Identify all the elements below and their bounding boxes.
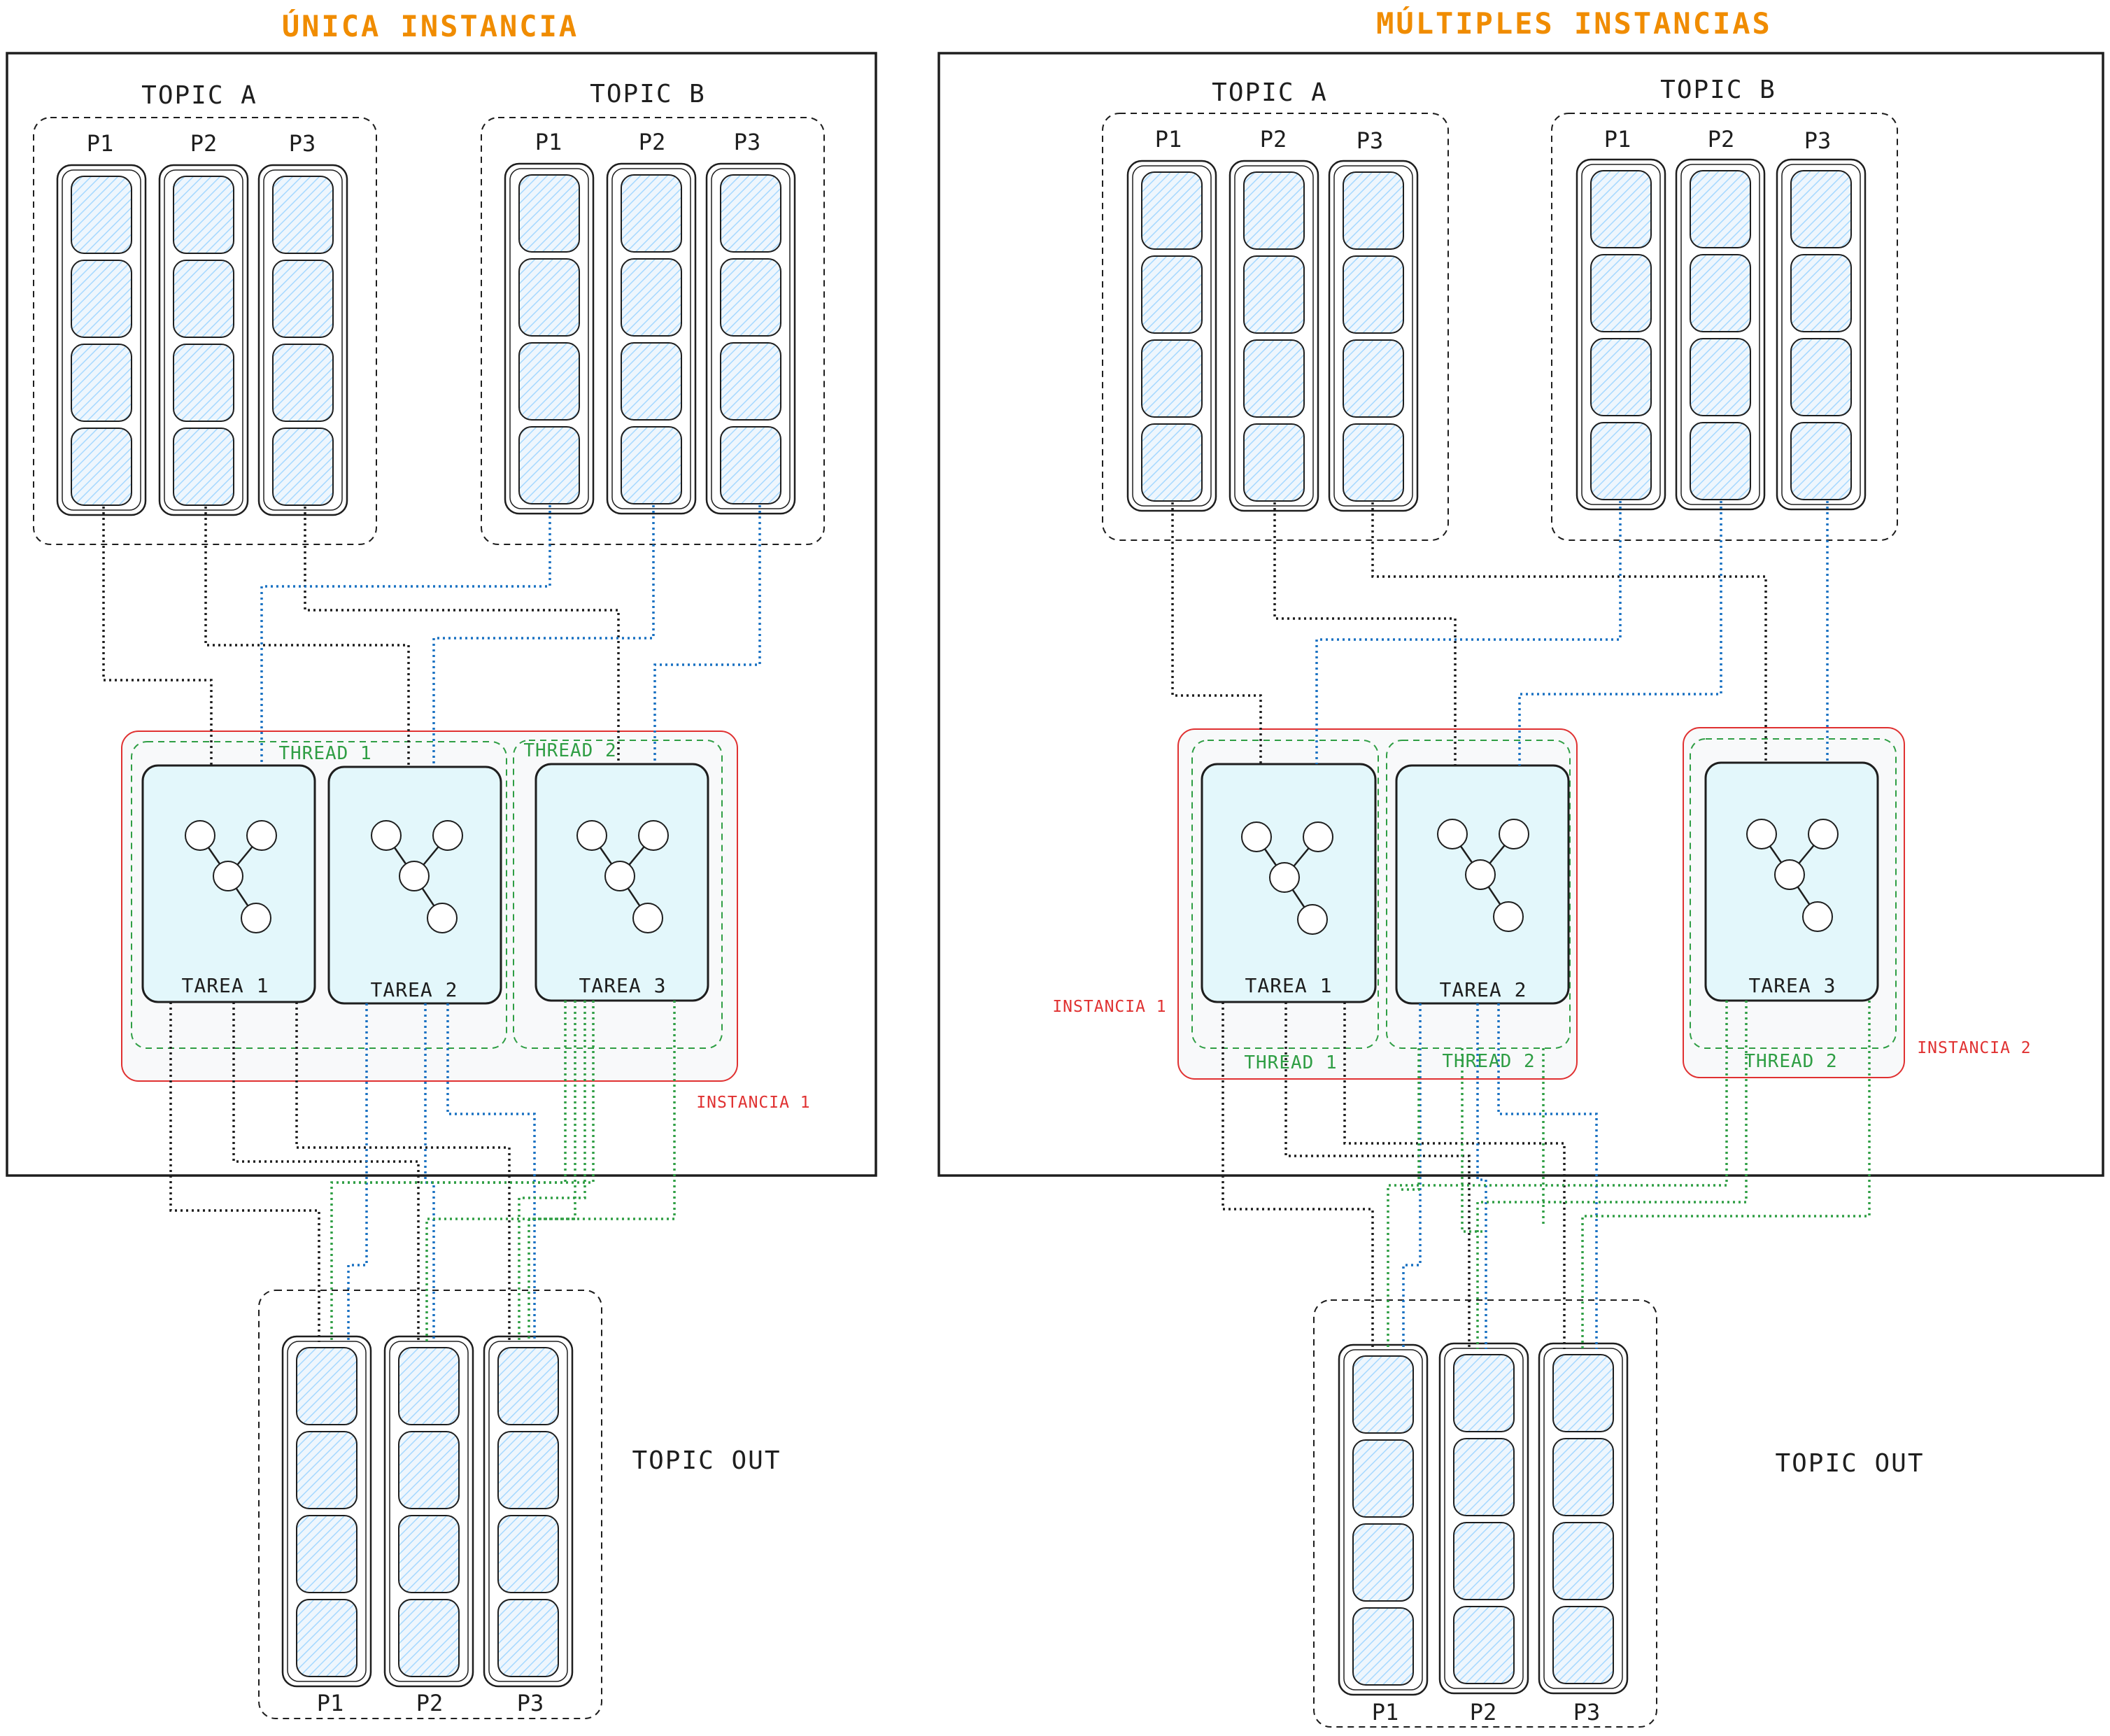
right-task-2-label: TAREA 2: [1439, 978, 1527, 1001]
right-topic-out-partition-2: [1438, 1342, 1529, 1695]
right-instance-2: THREAD 2 INSTANCIA 2 TAREA 3: [1683, 727, 2031, 1078]
left-topic-a-partition-2: [158, 164, 249, 516]
right-topic-out-partition-1: [1338, 1343, 1429, 1696]
right-instance-1-thread-1-label: THREAD 1: [1244, 1052, 1337, 1073]
left-topic-b-partition-1: [504, 162, 595, 515]
left-topic-b: TOPIC B P1 P2 P3: [481, 80, 825, 545]
right-topic-out-partition-3: [1538, 1342, 1629, 1695]
left-topic-a-label: TOPIC A: [141, 81, 257, 110]
left-task-2-label: TAREA 2: [370, 978, 458, 1001]
right-task-2: TAREA 2: [1395, 764, 1570, 1005]
left-topic-b-p2-label: P2: [639, 129, 666, 155]
left-topic-out-partition-3: [483, 1335, 574, 1688]
right-task-1: TAREA 1: [1201, 763, 1377, 1003]
right-instance-2-label: INSTANCIA 2: [1917, 1039, 2031, 1057]
left-thread-1-label: THREAD 1: [278, 743, 371, 764]
right-topic-a-partition-3: [1328, 160, 1419, 512]
right-connections: [1171, 501, 1871, 1349]
right-instance-2-thread-2-box: [1690, 738, 1897, 1049]
left-topic-a-p1-label: P1: [87, 130, 114, 157]
left-topic-out-p1-label: P1: [317, 1690, 344, 1716]
left-task-3: TAREA 3: [534, 763, 709, 1002]
left-topic-a-p2-label: P2: [190, 130, 218, 157]
left-topic-a-p3-label: P3: [289, 130, 316, 157]
left-topic-a: TOPIC A P1 P2 P3: [33, 81, 377, 545]
single-instance-title: ÚNICA INSTANCIA: [282, 8, 579, 43]
right-topic-b: TOPIC B P1 P2 P3: [1551, 76, 1898, 541]
right-topic-b-p2-label: P2: [1708, 126, 1735, 153]
left-thread-1-box: [131, 741, 507, 1049]
left-instance-1: THREAD 1 THREAD 2 INSTANCIA 1 TAREA 1 TA…: [121, 731, 810, 1112]
left-connections: [102, 505, 761, 1342]
left-topic-out-partition-2: [383, 1335, 474, 1688]
right-topic-b-partition-1: [1576, 158, 1666, 511]
multiple-instances-title: MÚLTIPLES INSTANCIAS: [1376, 6, 1772, 41]
left-topic-out-label: TOPIC OUT: [632, 1446, 781, 1475]
right-topic-b-p1-label: P1: [1604, 126, 1631, 153]
left-instance-1-label: INSTANCIA 1: [696, 1094, 810, 1112]
right-topic-out-p3-label: P3: [1573, 1699, 1601, 1726]
single-instance-frame: [6, 52, 877, 1177]
right-instance-1-thread-2-label: THREAD 2: [1442, 1051, 1535, 1072]
left-topic-b-p1-label: P1: [535, 129, 562, 155]
left-topic-out-p2-label: P2: [416, 1690, 444, 1716]
left-topic-out-partition-1: [281, 1335, 372, 1688]
right-topic-a: TOPIC A P1 P2 P3: [1102, 78, 1449, 541]
left-thread-2-box: [513, 740, 723, 1049]
left-topic-b-label: TOPIC B: [590, 80, 706, 108]
right-topic-b-label: TOPIC B: [1660, 76, 1776, 104]
right-task-3-label: TAREA 3: [1748, 974, 1836, 997]
right-instance-1-thread-1-box: [1191, 740, 1379, 1049]
left-thread-2-label: THREAD 2: [523, 740, 616, 761]
right-task-1-label: TAREA 1: [1245, 974, 1332, 997]
left-topic-b-p3-label: P3: [734, 129, 761, 155]
left-task-1: TAREA 1: [141, 764, 316, 1003]
multiple-instances-frame: [937, 52, 2104, 1177]
left-topic-b-partition-2: [606, 162, 697, 515]
right-instance-2-thread-2-label: THREAD 2: [1744, 1051, 1837, 1072]
right-instance-1: THREAD 1 THREAD 2 INSTANCIA 1 TAREA 1 TA…: [1052, 728, 1578, 1080]
right-topic-b-partition-3: [1776, 158, 1867, 511]
right-topic-out-p1-label: P1: [1372, 1699, 1399, 1726]
right-topic-a-p2-label: P2: [1260, 126, 1287, 153]
left-topic-a-partition-1: [56, 164, 147, 516]
right-topic-out: P1 P2 P3 TOPIC OUT: [1313, 1299, 1924, 1728]
right-topic-b-partition-2: [1675, 158, 1766, 511]
right-topic-a-partition-2: [1229, 160, 1319, 512]
right-topic-a-p3-label: P3: [1357, 127, 1384, 154]
left-task-2: TAREA 2: [327, 765, 502, 1005]
left-topic-b-partition-3: [705, 162, 796, 515]
left-topic-a-partition-3: [257, 164, 348, 516]
left-topic-out-p3-label: P3: [517, 1690, 544, 1716]
left-task-3-label: TAREA 3: [579, 974, 666, 997]
right-instance-1-label: INSTANCIA 1: [1052, 998, 1166, 1016]
right-topic-a-label: TOPIC A: [1212, 78, 1328, 107]
right-topic-out-label: TOPIC OUT: [1775, 1449, 1924, 1478]
right-topic-b-p3-label: P3: [1804, 127, 1832, 154]
left-task-1-label: TAREA 1: [181, 974, 269, 997]
right-topic-out-p2-label: P2: [1470, 1699, 1497, 1726]
left-topic-out: P1 P2 P3 TOPIC OUT: [258, 1290, 781, 1719]
right-topic-a-p1-label: P1: [1155, 126, 1182, 153]
right-topic-a-partition-1: [1126, 160, 1217, 512]
right-task-3: TAREA 3: [1704, 761, 1879, 1002]
